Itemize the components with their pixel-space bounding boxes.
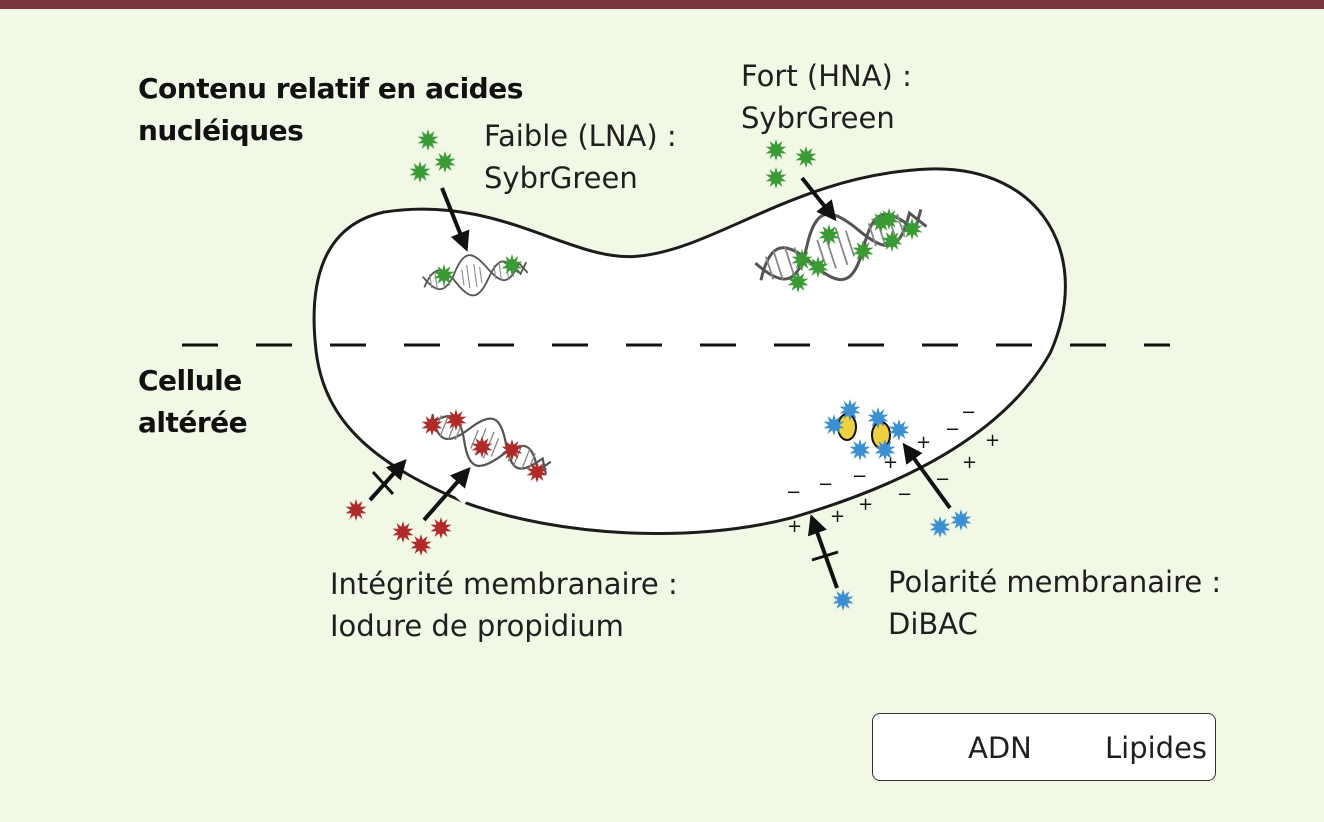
header-band <box>0 0 1324 9</box>
label-membrane-polarity: Polarité membranaire : DiBAC <box>888 565 1222 641</box>
star-marker-icon-sybrgreen <box>433 264 455 286</box>
star-marker-icon-propidium <box>345 499 367 521</box>
star-marker-icon-dibac <box>950 509 972 531</box>
star-marker-icon-sybrgreen <box>878 208 900 230</box>
arrow-blocked-propidium <box>368 459 407 502</box>
star-marker-icon-sybrgreen <box>787 271 809 293</box>
star-marker-icon-sybrgreen <box>765 139 787 161</box>
label-low-nucleic-acid: Faible (LNA) : SybrGreen <box>484 119 677 195</box>
star-marker-icon-propidium <box>421 414 443 436</box>
star-marker-icon-dibac <box>888 419 910 441</box>
charge-plus: + <box>787 516 802 537</box>
star-marker-icon-sybrgreen <box>791 249 813 271</box>
charge-plus: + <box>962 452 977 473</box>
star-marker-icon-sybrgreen <box>501 254 523 276</box>
star-marker-icon-propidium <box>430 517 452 539</box>
section-title-altered-cell: Cellule altérée <box>138 364 248 439</box>
star-marker-icon-sybrgreen <box>901 218 923 240</box>
charge-minus: − <box>818 474 833 495</box>
star-marker-icon-sybrgreen <box>881 230 903 252</box>
blocked-arrow-icon-right <box>811 550 839 562</box>
star-marker-icon-dibac <box>849 439 871 461</box>
label-high-nucleic-acid: Fort (HNA) : SybrGreen <box>741 59 912 135</box>
legend-lipids-label: Lipides <box>1105 731 1208 765</box>
star-marker-icon-sybrgreen <box>818 224 840 246</box>
arrow-lna <box>440 187 470 252</box>
charge-minus: − <box>852 466 867 487</box>
star-marker-icon-dibac <box>823 414 845 436</box>
star-marker-icon-sybrgreen <box>409 161 431 183</box>
section-title-nucleic-acids: Contenu relatif en acides nucléiques <box>138 72 523 147</box>
star-marker-icon-sybrgreen <box>852 240 874 262</box>
star-marker-icon-sybrgreen <box>765 167 787 189</box>
star-marker-icon-dibac <box>929 516 951 538</box>
star-marker-icon-propidium <box>501 439 523 461</box>
charge-plus: + <box>830 506 845 527</box>
star-marker-icon-sybrgreen <box>807 256 829 278</box>
star-marker-icon-propidium <box>471 436 493 458</box>
star-marker-icon-propidium <box>392 521 414 543</box>
charge-minus: − <box>961 402 976 423</box>
charge-minus: − <box>935 469 950 490</box>
blocked-arrow-icon-left <box>371 470 395 496</box>
legend-box: ADN Lipides <box>872 713 1216 781</box>
legend-dna-label: ADN <box>968 731 1032 765</box>
charge-minus: − <box>945 419 960 440</box>
charge-plus: + <box>985 430 1000 451</box>
star-marker-icon-propidium <box>445 409 467 431</box>
star-marker-icon-dibac <box>874 439 896 461</box>
arrow-propidium-entry <box>422 466 471 522</box>
arrow-hna <box>800 176 837 222</box>
charge-plus: + <box>916 432 931 453</box>
star-marker-icon-dibac <box>839 399 861 421</box>
star-marker-icon-propidium <box>526 461 548 483</box>
arrow-blocked-dibac <box>807 514 839 589</box>
star-marker-icon-dibac <box>832 589 854 611</box>
star-marker-icon-dibac <box>867 407 889 429</box>
charge-plus: + <box>883 452 898 473</box>
charge-plus: + <box>858 494 873 515</box>
fluorochrome-markers <box>345 129 972 611</box>
charge-minus: − <box>786 482 801 503</box>
membrane-charges: + + + + + + + − − − − − − − <box>786 402 1000 537</box>
charge-minus: − <box>897 484 912 505</box>
star-marker-icon-sybrgreen <box>434 151 456 173</box>
star-marker-icon-propidium <box>410 534 432 556</box>
star-marker-icon-sybrgreen <box>417 129 439 151</box>
star-marker-icon-sybrgreen <box>795 146 817 168</box>
arrow-dibac-entry <box>902 442 952 510</box>
label-membrane-integrity: Intégrité membranaire : Iodure de propid… <box>330 567 678 643</box>
